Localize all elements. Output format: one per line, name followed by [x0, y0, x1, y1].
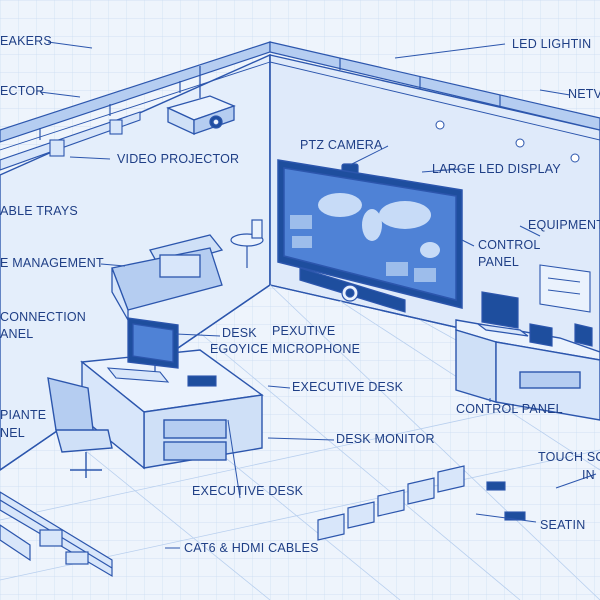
- desk-keyboard: [106, 367, 217, 387]
- video-projector: [166, 66, 236, 136]
- label-cable-management: E MANAGEMENT: [0, 256, 104, 270]
- label-led-lighting: LED LIGHTIN: [512, 37, 592, 51]
- side-table: [230, 219, 264, 268]
- label-executive-mic-2: MICROPHONE: [272, 342, 361, 356]
- label-cable-trays: ABLE TRAYS: [0, 204, 78, 218]
- label-network: NETV: [568, 87, 600, 101]
- label-plante-2: NEL: [0, 426, 25, 440]
- desk-monitor: [127, 317, 179, 376]
- label-video-projector: VIDEO PROJECTOR: [117, 152, 240, 166]
- label-executive-mic-1: PEXUTIVE: [272, 324, 336, 338]
- label-projector-left: ECTOR: [0, 84, 45, 98]
- label-speakers: EAKERS: [0, 34, 52, 48]
- label-large-led-display: LARGE LED DISPLAY: [432, 162, 561, 176]
- control-tablets: [529, 323, 593, 347]
- wall-cable-duct: [0, 111, 141, 171]
- soundbar: [299, 267, 406, 313]
- large-led-display: [277, 159, 463, 309]
- label-executive-desk-bottom: EXECUTIVE DESK: [192, 484, 304, 498]
- label-touch-screen-2: IN: [582, 468, 595, 482]
- control-desk: [455, 319, 600, 421]
- label-touch-screen-1: TOUCH SC: [538, 450, 600, 464]
- label-leaders: [39, 41, 597, 549]
- label-control-panel-right-2: PANEL: [478, 255, 520, 269]
- label-plante-1: PIANTE: [0, 408, 47, 422]
- label-equipment: EQUIPMENT: [528, 218, 600, 232]
- label-executive-desk-mid: EXECUTIVE DESK: [292, 380, 404, 394]
- label-connection-panel-2: ANEL: [0, 327, 34, 341]
- seating-row: [317, 465, 465, 541]
- label-desk: DESK: [222, 326, 257, 340]
- label-ptz-camera: PTZ CAMERA: [300, 138, 383, 152]
- label-seating: SEATIN: [540, 518, 586, 532]
- label-connection-panel-1: CONNECTION: [0, 310, 87, 324]
- equipment-panel: [539, 264, 591, 313]
- label-cables: CAT6 & HDMI CABLES: [184, 541, 319, 555]
- ceiling-led-lights: [435, 120, 580, 163]
- floor-devices: [486, 481, 526, 521]
- control-laptop: [477, 291, 529, 337]
- office-chair: [47, 377, 113, 478]
- label-control-panel-bottom: CONTROL PANEL: [456, 402, 563, 416]
- ceiling-cable-tray: [0, 41, 600, 151]
- floor-cable-trays: [0, 491, 113, 578]
- label-desk-monitor: DESK MONITOR: [336, 432, 435, 446]
- label-control-panel-right-1: CONTROL: [478, 238, 541, 252]
- label-device: EGOYICE: [210, 342, 269, 356]
